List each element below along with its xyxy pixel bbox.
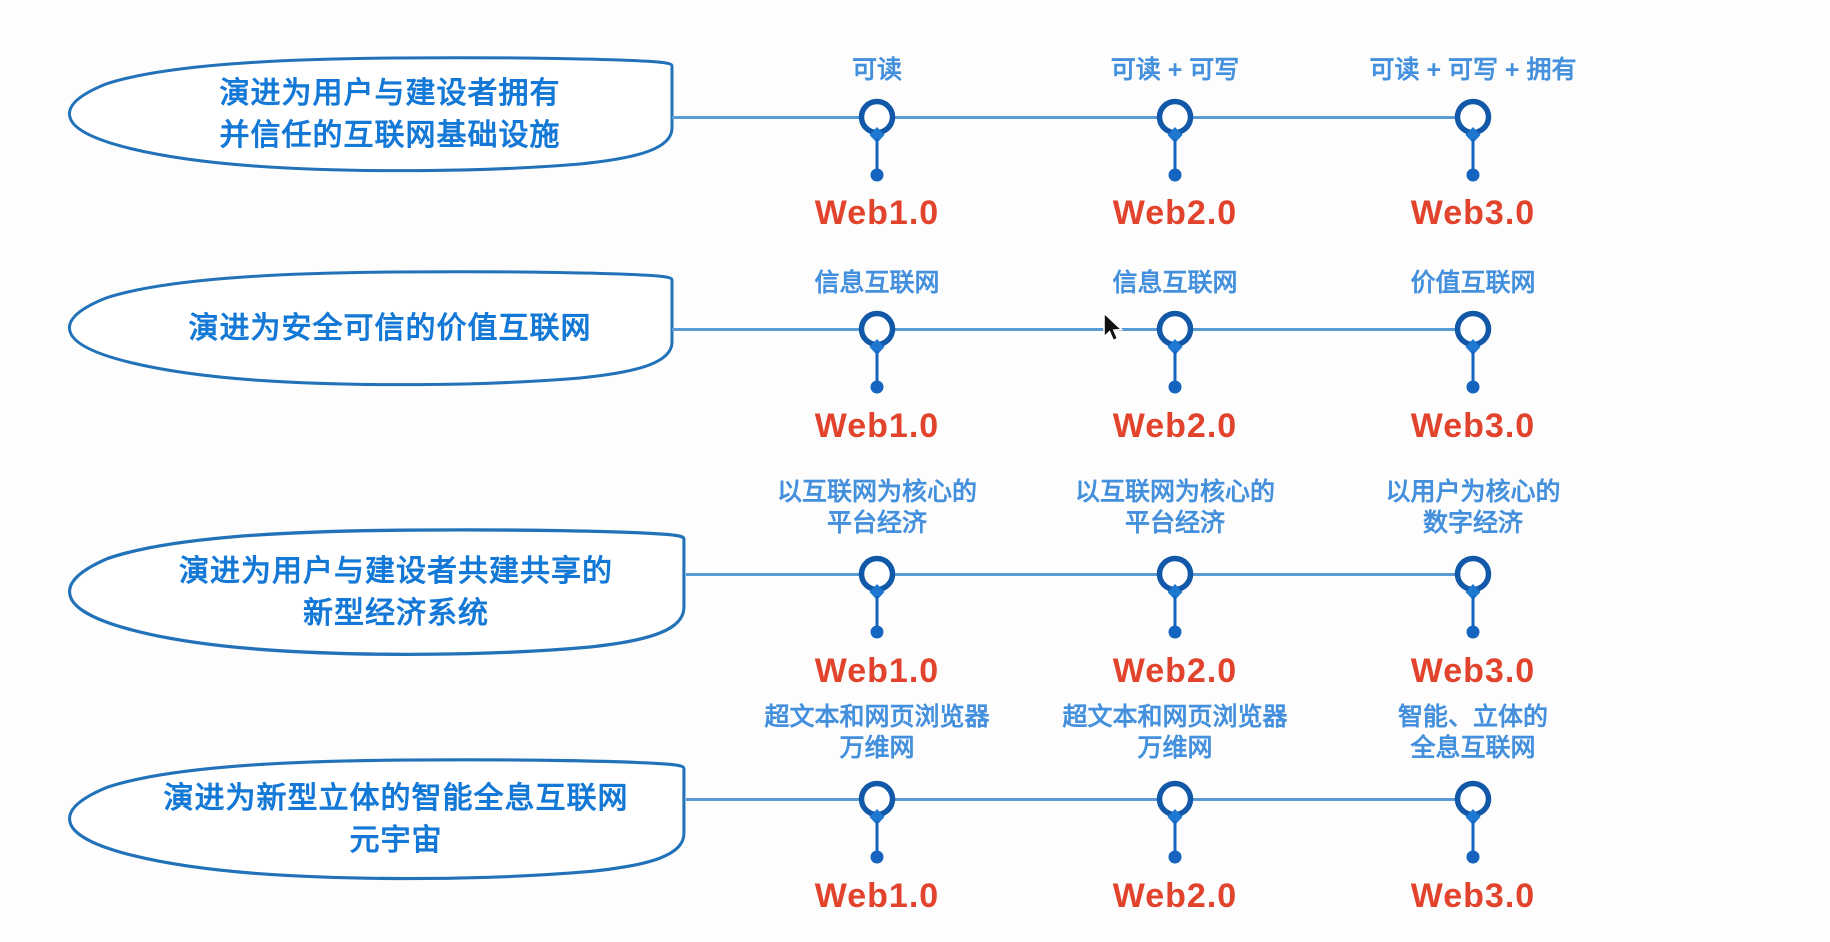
bubble-text: 演进为新型立体的智能全息互联网 元宇宙: [163, 782, 629, 857]
web-version-label: Web1.0: [814, 407, 940, 445]
timeline-marker-icon: [1151, 550, 1199, 642]
node-stage-label: 可读: [851, 56, 902, 84]
bubble-text: 演进为用户与建设者共建共享的 新型经济系统: [179, 555, 613, 630]
web-version-label: Web1.0: [814, 652, 940, 690]
web-version-label: Web3.0: [1410, 407, 1536, 445]
web-version-label: Web2.0: [1112, 194, 1238, 232]
web-version-label: Web3.0: [1410, 194, 1536, 232]
timeline-marker-icon: [1151, 775, 1199, 867]
timeline-line: [672, 328, 1475, 331]
web-version-label: Web1.0: [814, 877, 940, 915]
mouse-cursor-icon: [1103, 312, 1124, 342]
node-stage-label: 价值互联网: [1410, 269, 1536, 297]
node-stage-label: 信息互联网: [814, 269, 940, 297]
web-version-label: Web2.0: [1112, 877, 1238, 915]
web-version-label: Web3.0: [1410, 652, 1536, 690]
web-version-label: Web2.0: [1112, 407, 1238, 445]
node-stage-label: 可读 + 可写 + 拥有: [1369, 56, 1577, 84]
node-stage-label: 可读 + 可写: [1110, 56, 1240, 84]
timeline-marker-icon: [853, 775, 901, 867]
timeline-marker-icon: [1449, 550, 1497, 642]
timeline-marker-icon: [1151, 305, 1199, 397]
node-stage-label: 超文本和网页浏览器 万维网: [764, 703, 990, 762]
node-stage-label: 超文本和网页浏览器 万维网: [1062, 703, 1288, 762]
timeline-line: [686, 573, 1475, 576]
timeline-marker-icon: [853, 93, 901, 185]
node-stage-label: 智能、立体的 全息互联网: [1397, 703, 1548, 762]
web-version-label: Web1.0: [814, 194, 940, 232]
timeline-line: [672, 116, 1475, 119]
bubble-text: 演进为用户与建设者拥有 并信任的互联网基础设施: [219, 77, 561, 152]
node-stage-label: 以用户为核心的 数字经济: [1385, 478, 1561, 537]
node-stage-label: 以互联网为核心的 平台经济: [776, 478, 977, 537]
timeline-marker-icon: [853, 305, 901, 397]
bubble-text: 演进为安全可信的价值互联网: [188, 312, 592, 345]
timeline-marker-icon: [1449, 775, 1497, 867]
web-version-label: Web2.0: [1112, 652, 1238, 690]
timeline-line: [686, 798, 1475, 801]
timeline-marker-icon: [1449, 93, 1497, 185]
timeline-marker-icon: [1151, 93, 1199, 185]
node-stage-label: 以互联网为核心的 平台经济: [1074, 478, 1275, 537]
timeline-marker-icon: [1449, 305, 1497, 397]
web-version-label: Web3.0: [1410, 877, 1536, 915]
timeline-marker-icon: [853, 550, 901, 642]
node-stage-label: 信息互联网: [1112, 269, 1238, 297]
